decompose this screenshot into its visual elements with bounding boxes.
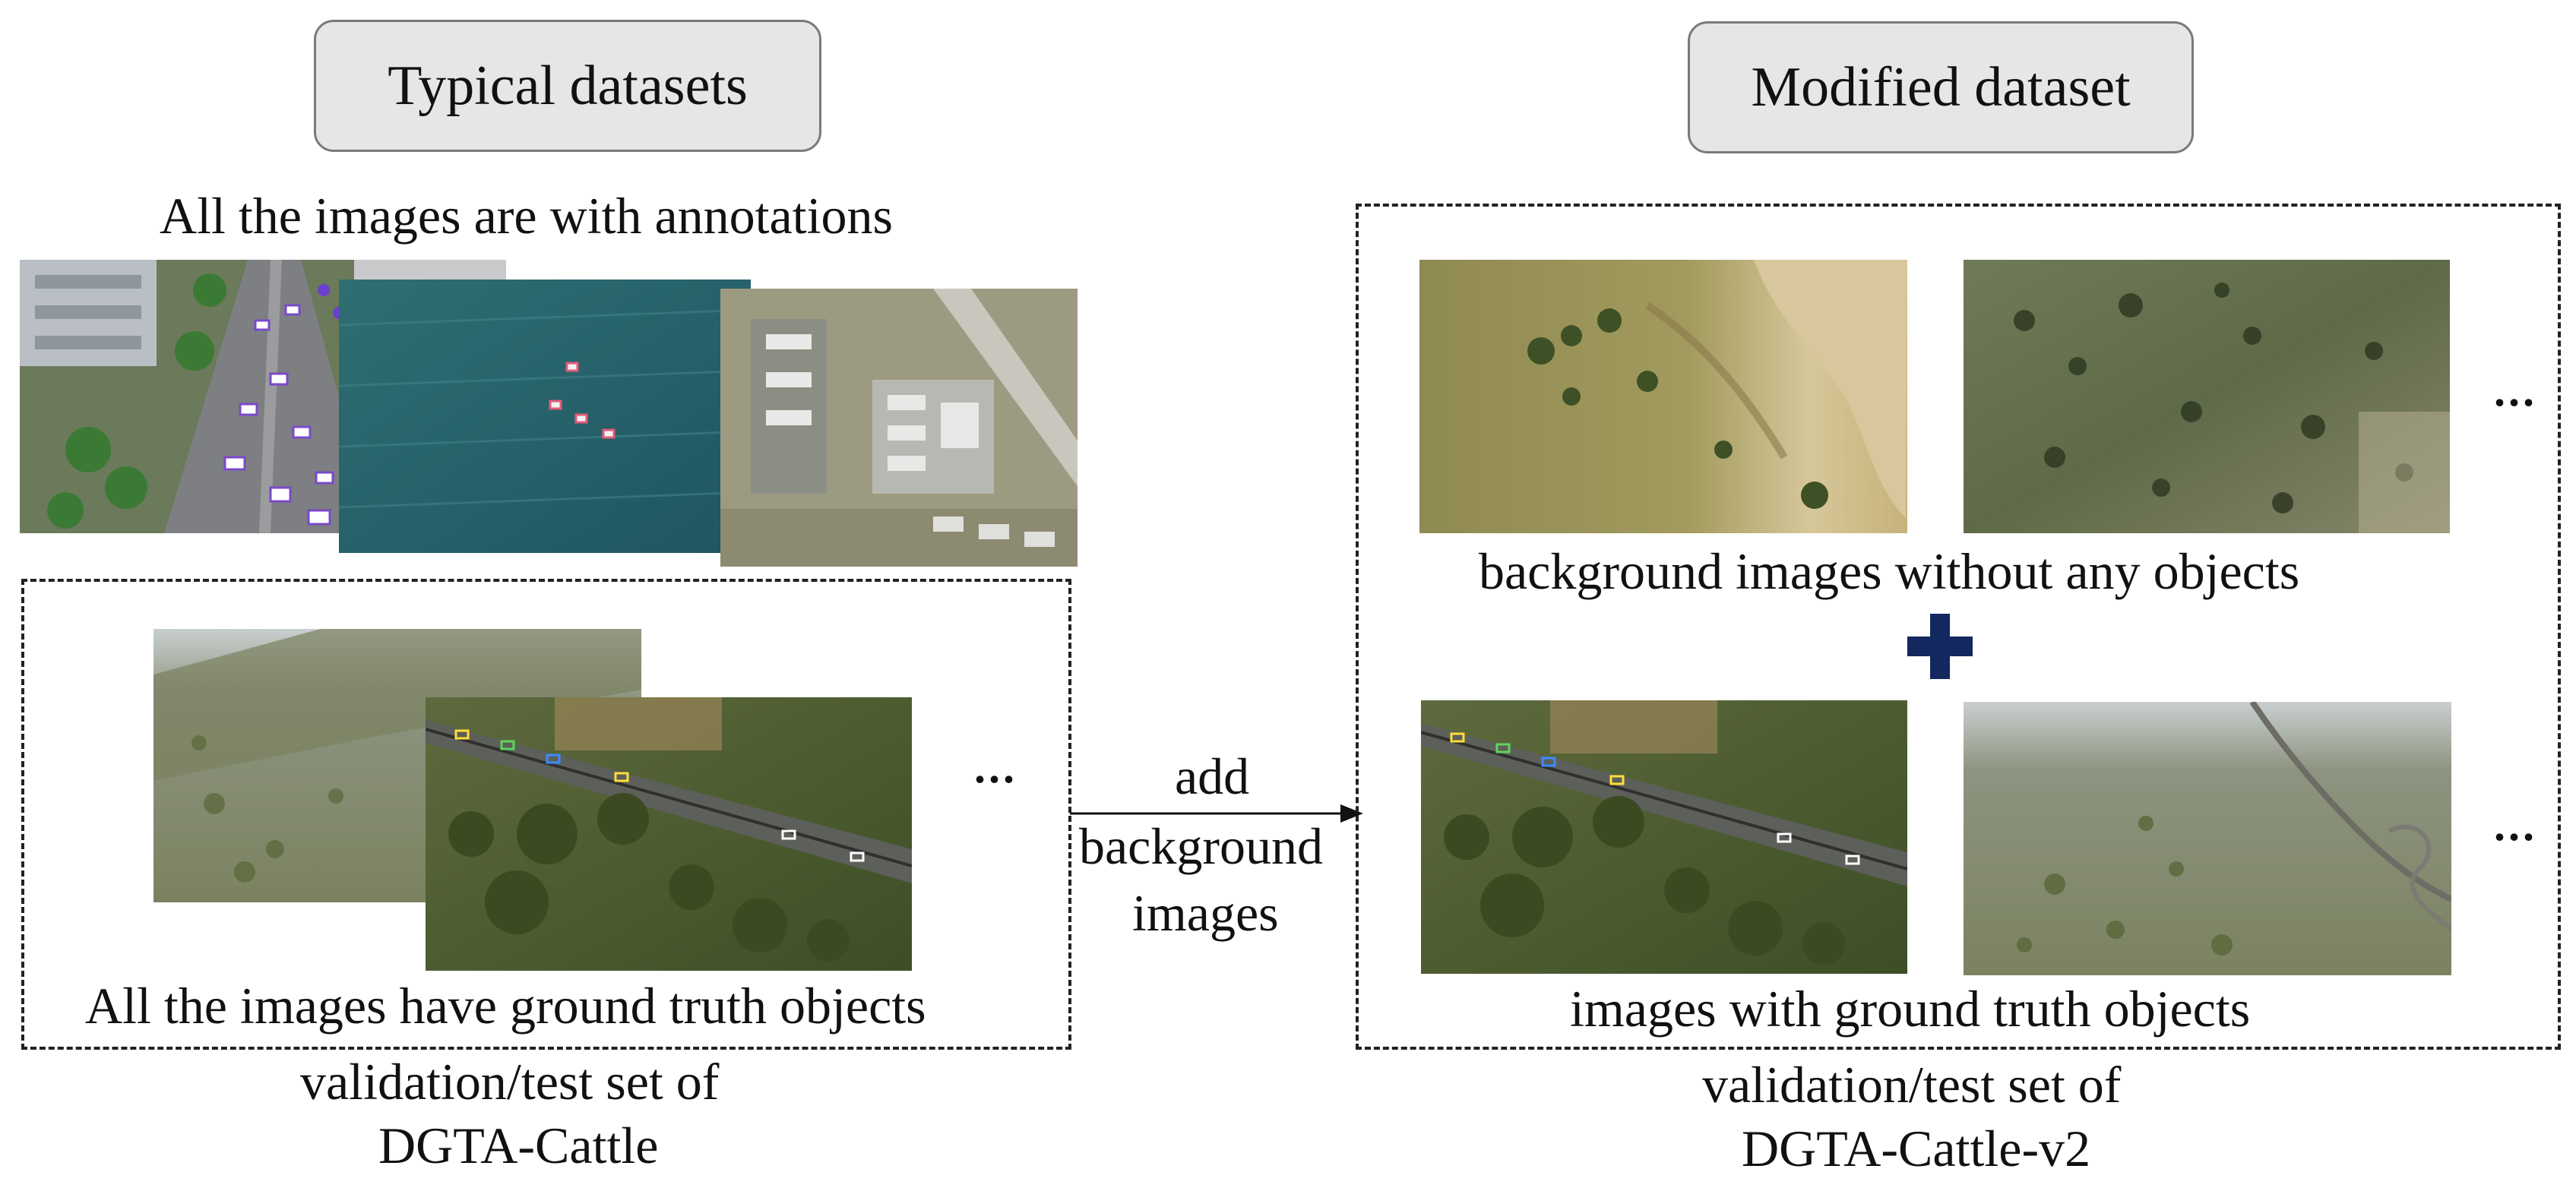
bg-image-2 [1964, 260, 2450, 533]
left-set-line2: DGTA-Cattle [378, 1117, 659, 1174]
bg-image-1 [1419, 260, 1907, 533]
right-set-line2: DGTA-Cattle-v2 [1742, 1120, 2091, 1177]
plus-icon [1907, 614, 1973, 679]
right-set-line1: validation/test set of [1702, 1056, 2122, 1114]
right-modified-box [1356, 204, 2561, 1050]
gt-image-2 [1964, 702, 2451, 975]
add-arrow [1070, 804, 1363, 823]
gt-caption-right: images with ground truth objects [1570, 980, 2251, 1038]
arrow-label-line1: add [1175, 747, 1250, 805]
modified-dataset-label: Modified dataset [1751, 55, 2131, 118]
left-ellipsis: ... [974, 742, 1017, 792]
left-terrain-image-front [426, 697, 912, 971]
bg-caption: background images without any objects [1479, 542, 2300, 600]
right-ellipsis-top: ... [2494, 365, 2537, 415]
typical-datasets-header: Typical datasets [314, 20, 821, 152]
airport-image [720, 289, 1078, 567]
modified-dataset-header: Modified dataset [1688, 21, 2194, 153]
water-boats-image [339, 280, 751, 553]
right-ellipsis-bottom: ... [2494, 800, 2537, 850]
left-gt-caption: All the images have ground truth objects [85, 977, 926, 1035]
left-set-line1: validation/test set of [300, 1053, 720, 1110]
arrow-label-line3: images [1132, 884, 1279, 942]
annotations-caption: All the images are with annotations [160, 187, 893, 245]
arrow-label-line2: background [1079, 817, 1324, 875]
typical-datasets-label: Typical datasets [388, 54, 748, 117]
gt-image-1 [1421, 700, 1907, 974]
